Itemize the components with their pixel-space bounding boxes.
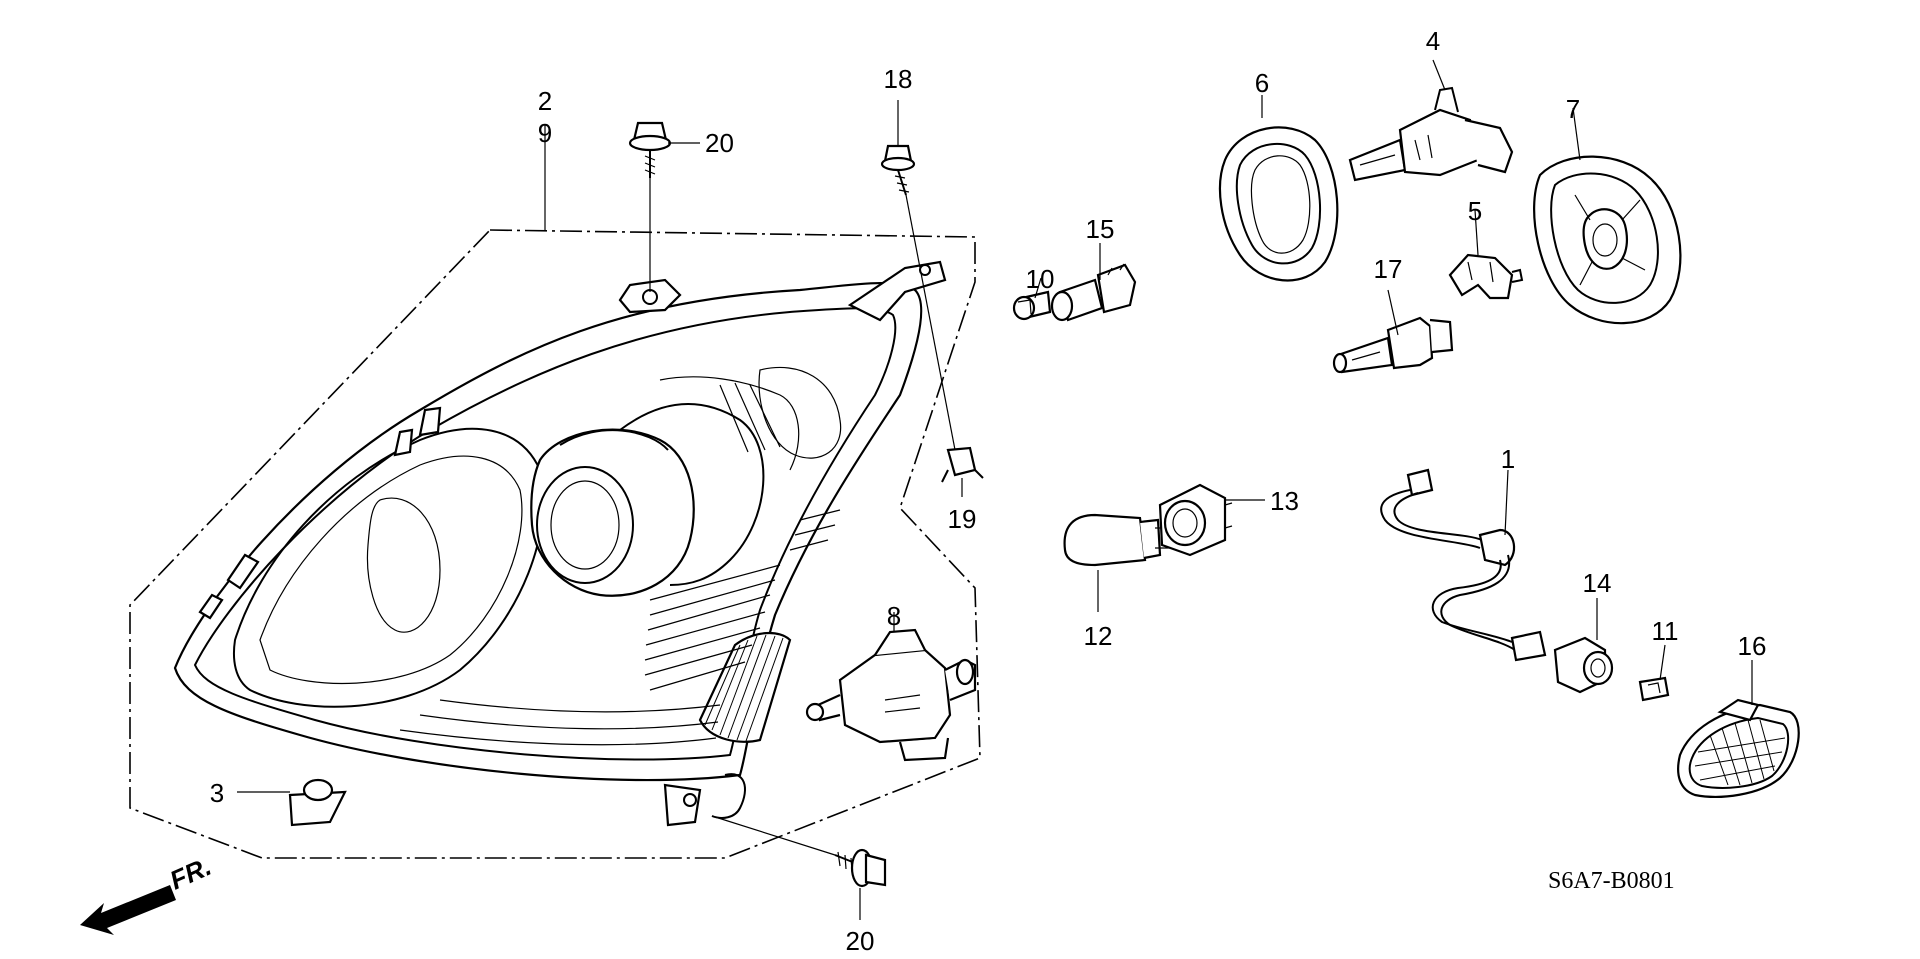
socket-15 [1050,263,1137,322]
callout-19: 19 [948,504,977,534]
callout-12: 12 [1084,621,1113,651]
seal-ring-6 [1218,126,1339,282]
front-arrow [80,885,176,935]
bulb-4 [1348,86,1514,182]
wire-harness-1 [1380,468,1547,662]
bulb-holder-5 [1448,253,1524,300]
callout-20-bottom: 20 [846,926,875,956]
headlight-housing [173,260,947,827]
bulb-10 [1012,290,1052,321]
nut-clip-3 [288,778,347,827]
side-marker-16 [1677,698,1800,798]
bulb-17 [1332,316,1454,374]
callout-2: 2 [538,86,552,116]
diagram-code: S6A7-B0801 [1548,868,1675,894]
callout-6: 6 [1255,68,1269,98]
bulb-12 [1063,513,1175,567]
socket-13 [1158,483,1233,557]
callout-3: 3 [210,778,224,808]
callout-14: 14 [1583,568,1612,598]
clip-19 [941,446,984,483]
callout-10: 10 [1026,264,1055,294]
callout-16: 16 [1738,631,1767,661]
leveling-motor-8 [805,628,977,762]
callout-18: 18 [884,64,913,94]
callout-8: 8 [887,601,901,631]
callout-4: 4 [1426,26,1440,56]
callout-11: 11 [1652,616,1679,646]
bolt-bottom [711,815,887,888]
callout-1: 1 [1501,444,1515,474]
bulb-11 [1638,676,1670,702]
callout-5: 5 [1468,196,1482,226]
callout-20-top: 20 [705,128,734,158]
bolt-18 [880,144,916,196]
callout-15: 15 [1086,214,1115,244]
callout-17: 17 [1374,254,1403,284]
leader-lines [237,59,1753,920]
callout-13: 13 [1270,486,1299,516]
callout-9: 9 [538,118,552,148]
bolt-top [628,121,672,178]
dust-cover-7 [1533,155,1682,325]
socket-14 [1553,636,1614,694]
callout-7: 7 [1566,94,1580,124]
front-label: FR. [165,851,215,895]
